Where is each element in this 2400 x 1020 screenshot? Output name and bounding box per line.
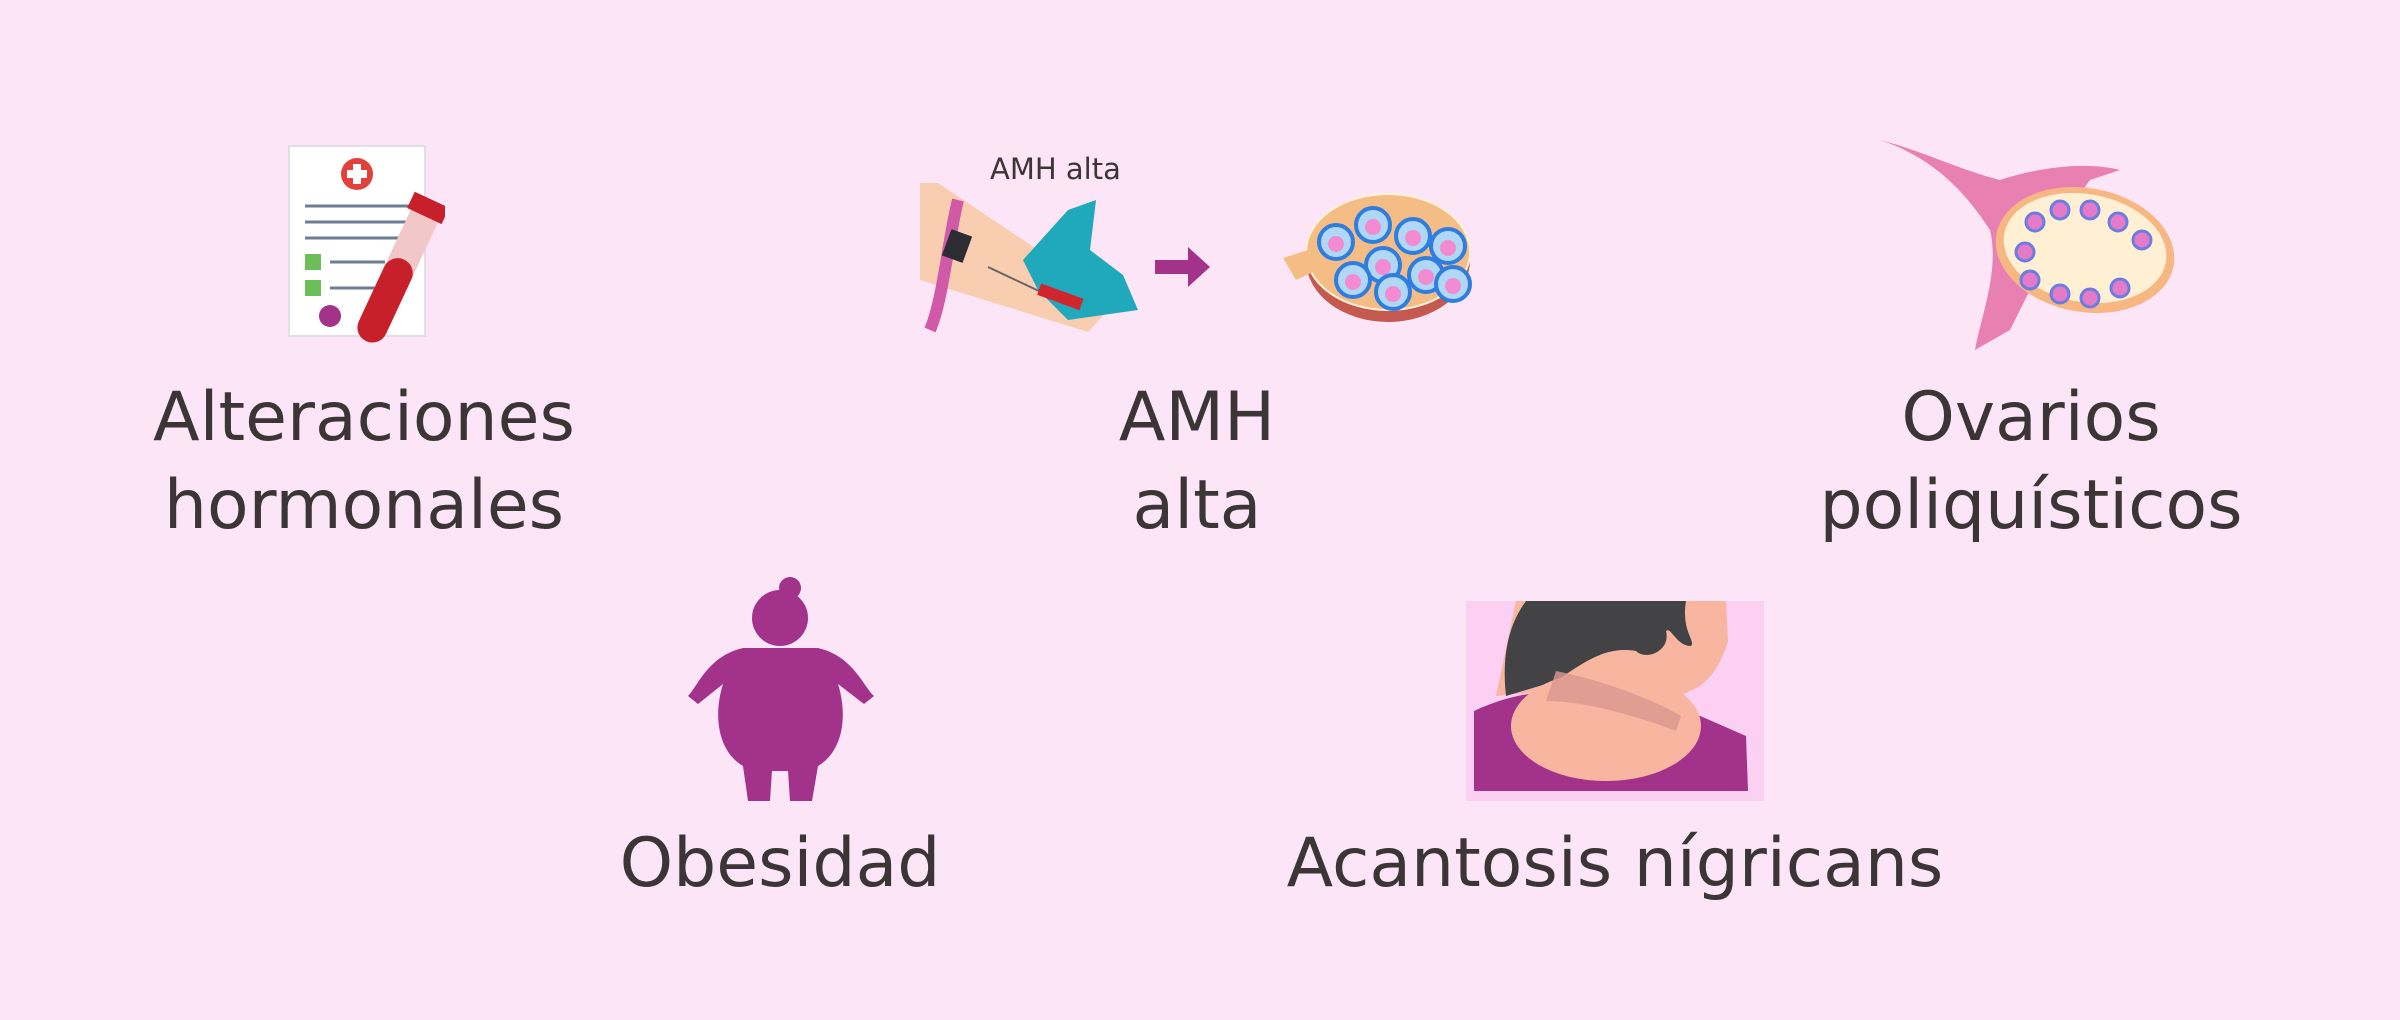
label-ovarios-poliquisticos: Ovarios poliquísticos [1819,374,2242,550]
dark-neck-skin-icon [1466,601,1764,801]
label-acantosis-nigricans: Acantosis nígricans [1287,820,1944,908]
label-amh-alta: AMH alta [1119,374,1275,550]
label-line: poliquísticos [1819,466,2243,545]
label-alteraciones-hormonales: Alteraciones hormonales [153,374,575,550]
obese-woman-icon [688,577,874,801]
label-line: Obesidad [619,824,941,903]
label-line: Acantosis nígricans [1286,824,1944,903]
label-obesidad: Obesidad [620,820,941,908]
label-line: alta [1132,466,1262,545]
amh-caption: AMH alta [990,152,1121,186]
polycystic-ovary-icon [1880,140,2175,350]
label-line: hormonales [163,466,565,545]
label-line: Ovarios [1901,378,2161,457]
lab-report-blood-tube-icon [288,145,445,343]
label-line: Alteraciones [153,378,575,457]
blood-draw-ovary-icon [920,183,1472,333]
label-line: AMH [1118,378,1276,457]
